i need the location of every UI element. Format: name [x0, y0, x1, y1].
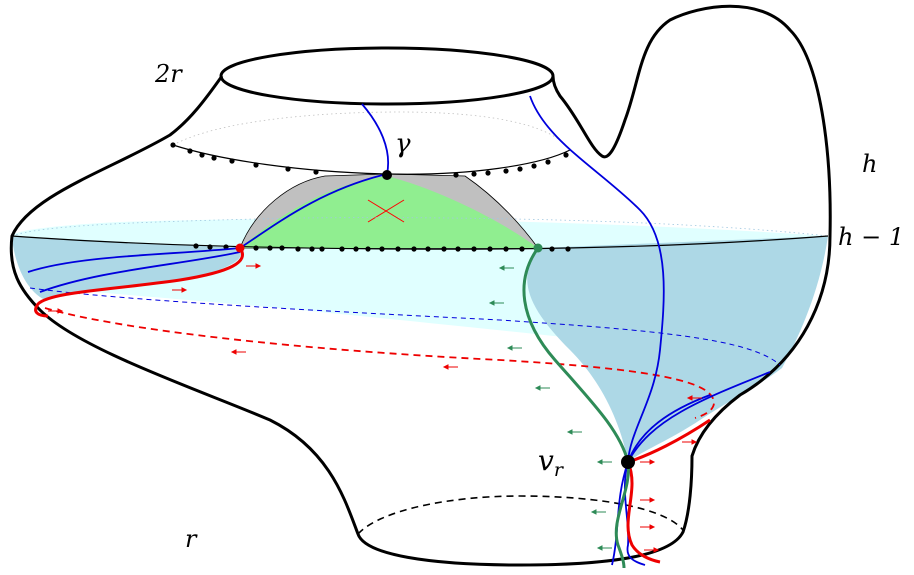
label-h-minus-1: h − 1 — [838, 223, 904, 251]
label-v: v — [538, 444, 554, 477]
surface-outline — [9, 4, 832, 567]
top-boundary-ellipse — [219, 46, 555, 106]
upper-ring-back-dotted — [172, 111, 571, 151]
gamma-point — [382, 170, 392, 180]
red-curves — [34, 247, 711, 564]
red-point — [235, 243, 245, 253]
vr-point — [621, 455, 635, 469]
label-v-r: vr — [538, 444, 565, 481]
label-2r: 2r — [154, 60, 183, 88]
waterline-dots — [193, 243, 571, 252]
red-dashed-back-curve — [44, 307, 715, 419]
blue-curves — [27, 95, 771, 566]
label-v-subscript: r — [554, 459, 565, 481]
label-r: r — [185, 525, 198, 553]
green-curve — [522, 247, 630, 569]
bottom-boundary-back-dashed — [357, 495, 684, 535]
label-gamma: γ — [395, 129, 411, 159]
waterline-back-dotted — [11, 217, 829, 237]
red-arrows — [48, 263, 702, 553]
green-point — [533, 243, 543, 253]
green-arrows — [488, 265, 612, 551]
green-region — [240, 176, 538, 248]
upper-ring-dots — [170, 142, 569, 178]
blue-dashed-back-curve — [29, 287, 781, 366]
label-h: h — [862, 150, 877, 178]
red-cross-mark — [367, 199, 405, 223]
deep-water-right — [527, 236, 828, 462]
